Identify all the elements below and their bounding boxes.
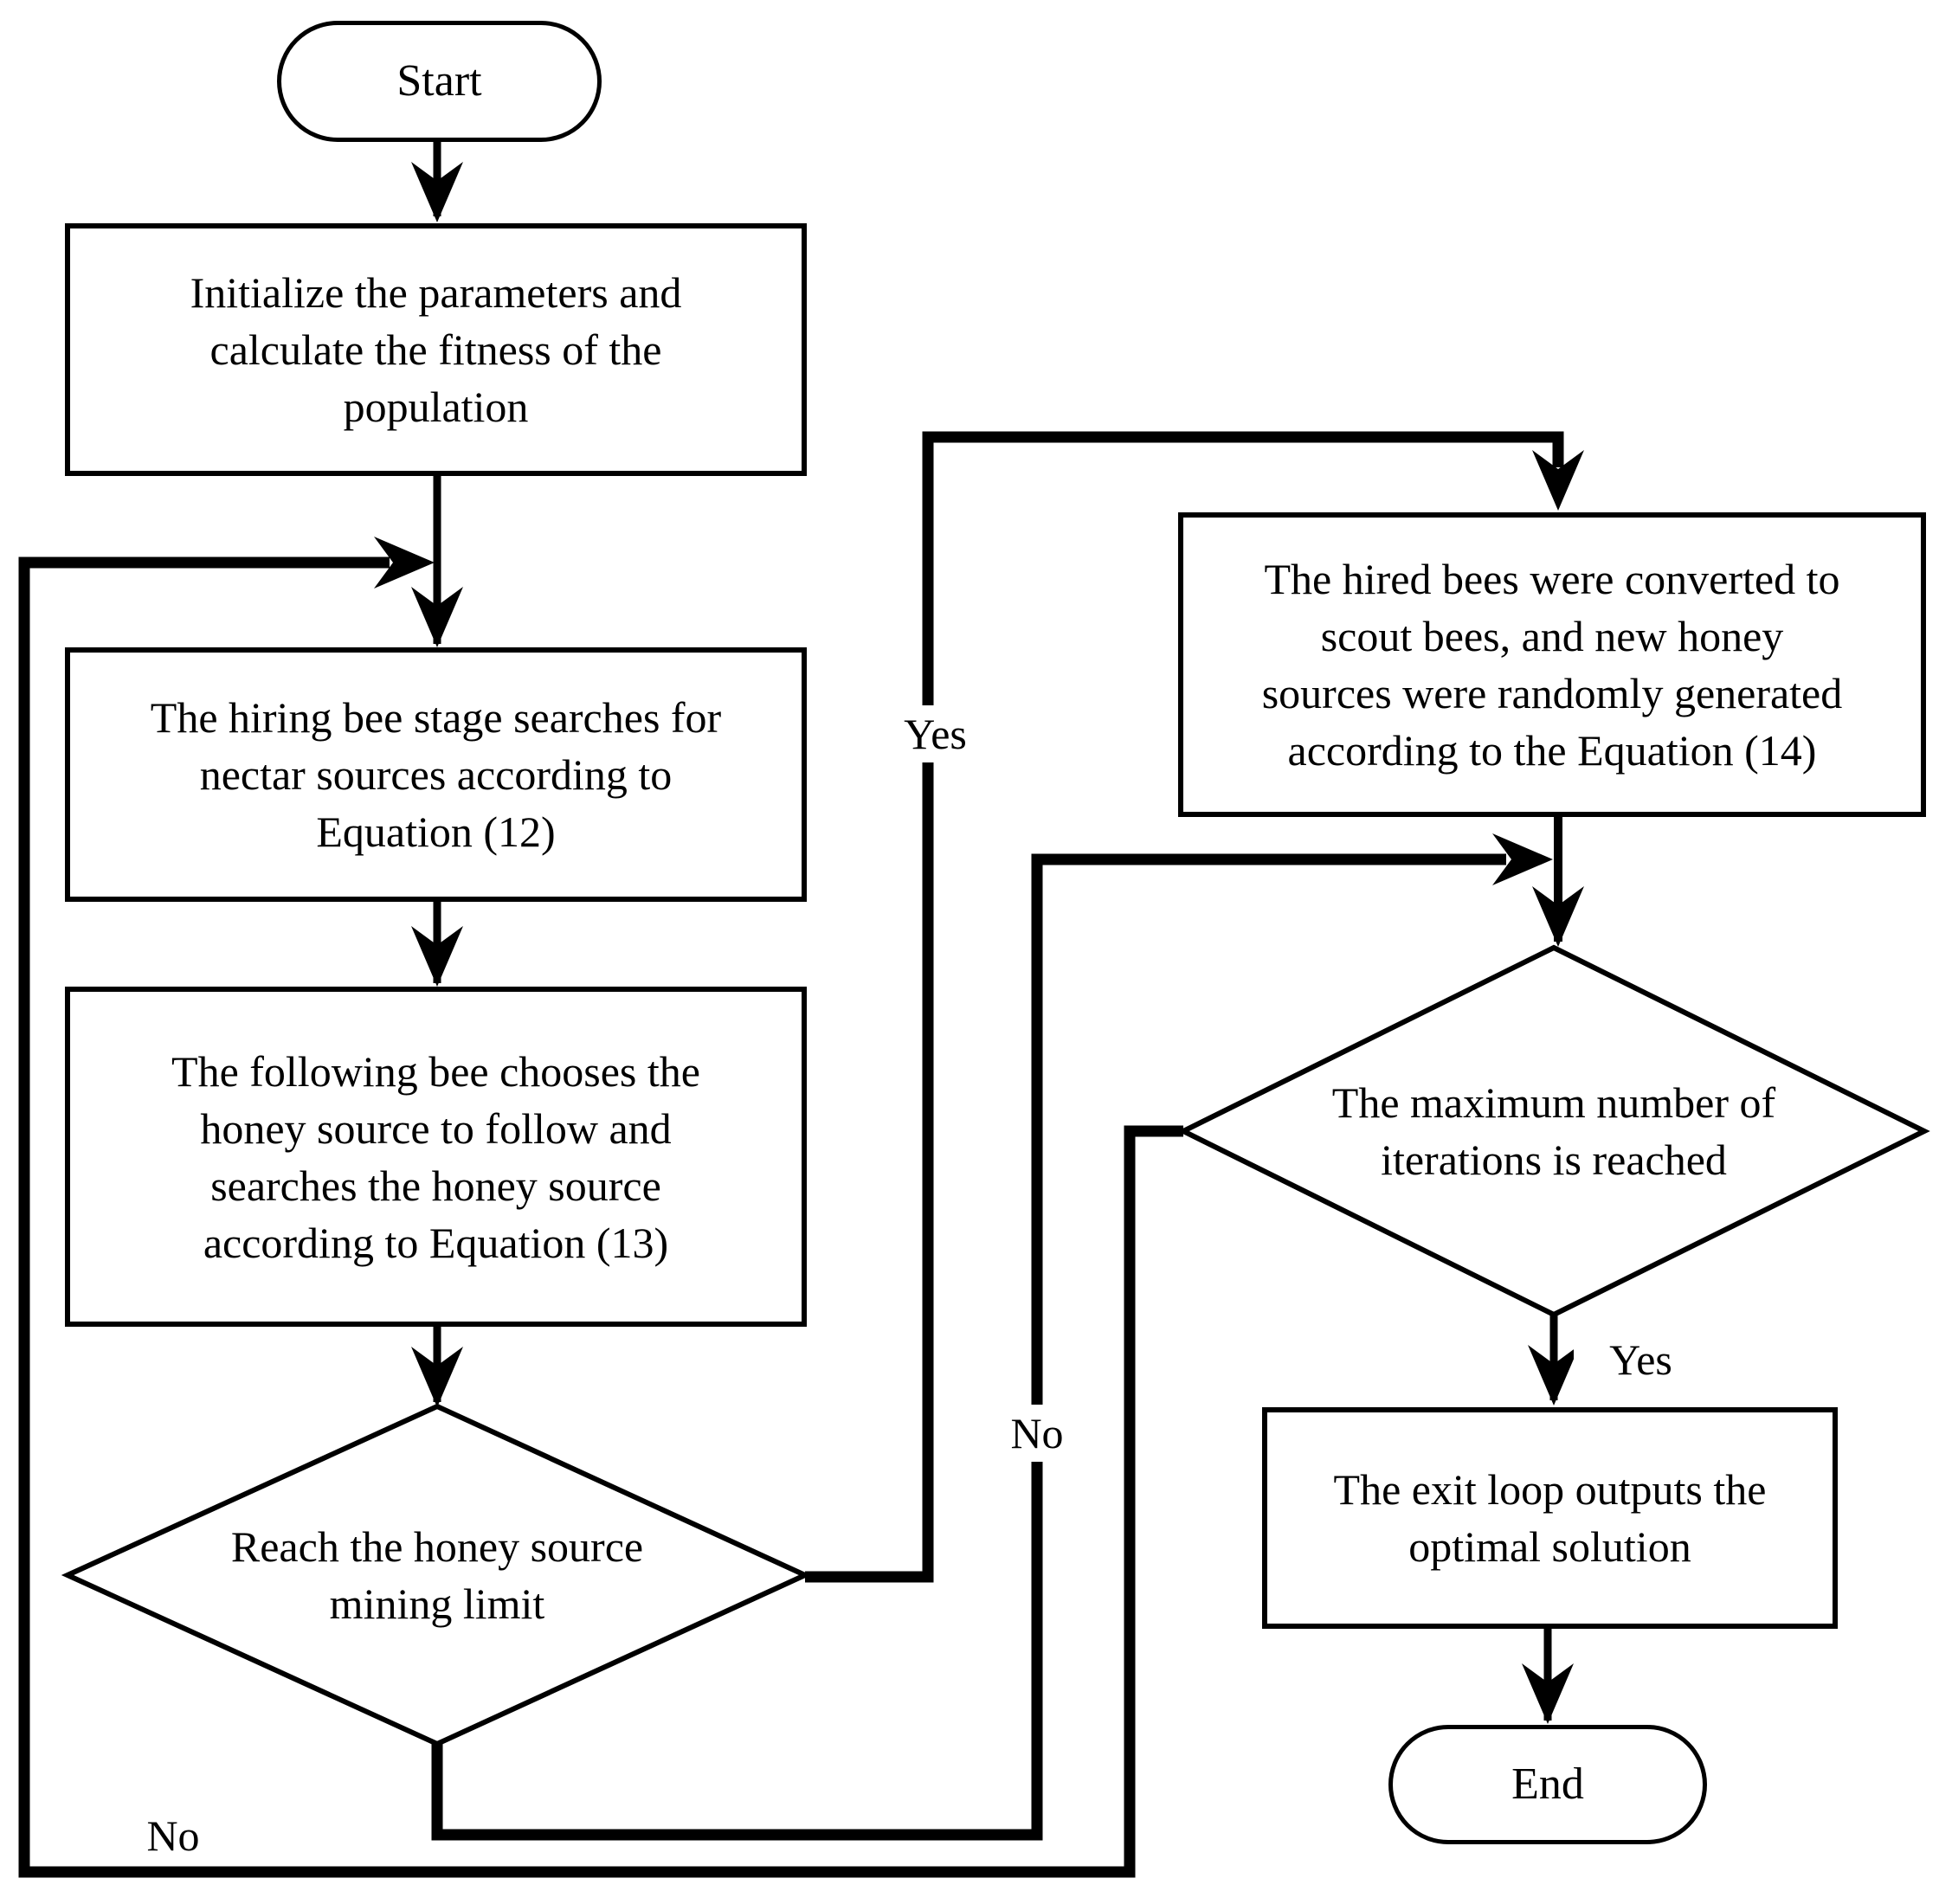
decision-diamond-max-iterations — [1177, 944, 1930, 1318]
decision-max-iterations-text: The maximum number of iterations is reac… — [1294, 1040, 1813, 1222]
process-exit-line1: The exit loop outputs the — [1333, 1465, 1767, 1514]
edge-maxiter-no-loop — [18, 556, 1183, 1878]
decision-diamond-mining-limit — [61, 1403, 812, 1747]
edge-label-max-no: No — [113, 1807, 234, 1864]
arrowhead-into-scout — [1532, 450, 1584, 511]
process-scout-bees: The hired bees were converted to scout b… — [1178, 512, 1926, 817]
start-label: Start — [396, 56, 482, 106]
process-following-bee: The following bee chooses the honey sour… — [65, 987, 807, 1327]
process-scout-line1: The hired bees were converted to — [1264, 555, 1840, 603]
process-initialize: Initialize the parameters and calculate … — [65, 223, 807, 476]
start-terminator: Start — [277, 21, 602, 142]
arrowhead-into-hiring — [411, 587, 463, 647]
edge-mining-yes-to-scout — [805, 431, 1564, 1583]
arrowhead-into-following — [411, 926, 463, 987]
process-hiring-bee: The hiring bee stage searches for nectar… — [65, 647, 807, 902]
edge-label-mining-no: No — [976, 1405, 1098, 1462]
process-initialize-line2: calculate the fitness of the — [209, 325, 662, 374]
arrowhead-merge-into-maxiter-line — [1492, 833, 1553, 885]
arrowhead-merge-into-hiring-line — [374, 537, 435, 589]
decision-maxiter-line1: The maximum number of — [1331, 1078, 1776, 1127]
process-following-line3: searches the honey source — [210, 1161, 661, 1210]
process-scout-line2: scout bees, and new honey — [1320, 612, 1784, 660]
process-exit-line2: optimal solution — [1408, 1522, 1691, 1571]
end-terminator: End — [1388, 1725, 1707, 1844]
decision-maxiter-line2: iterations is reached — [1381, 1135, 1727, 1184]
edge-mining-no-to-rightcolumn — [431, 853, 1506, 1841]
process-scout-line4: according to the Equation (14) — [1287, 726, 1817, 775]
process-hiring-line3: Equation (12) — [316, 807, 556, 856]
edge-label-mining-yes: Yes — [868, 705, 1002, 762]
process-initialize-line3: population — [343, 383, 529, 431]
process-following-line2: honey source to follow and — [200, 1103, 672, 1153]
process-exit-loop: The exit loop outputs the optimal soluti… — [1262, 1407, 1838, 1629]
arrowhead-into-exit — [1528, 1345, 1580, 1405]
arrowhead-into-end — [1522, 1663, 1574, 1724]
process-hiring-line1: The hiring bee stage searches for — [150, 693, 722, 742]
arrowhead-into-maxiter — [1532, 886, 1584, 947]
decision-mining-limit-text: Reach the honey source mining limit — [177, 1484, 697, 1666]
arrowhead-into-mining — [411, 1347, 463, 1407]
process-following-line4: according to Equation (13) — [203, 1218, 669, 1267]
process-following-line1: The following bee chooses the — [171, 1046, 700, 1096]
process-hiring-line2: nectar sources according to — [199, 750, 673, 799]
decision-mining-line2: mining limit — [329, 1579, 545, 1628]
decision-mining-line1: Reach the honey source — [230, 1522, 644, 1571]
arrowhead-into-initialize — [411, 162, 463, 222]
process-scout-line3: sources were randomly generated — [1261, 669, 1843, 717]
process-initialize-line1: Initialize the parameters and — [190, 268, 682, 317]
end-label: End — [1511, 1759, 1584, 1809]
edge-label-max-yes: Yes — [1574, 1331, 1708, 1388]
